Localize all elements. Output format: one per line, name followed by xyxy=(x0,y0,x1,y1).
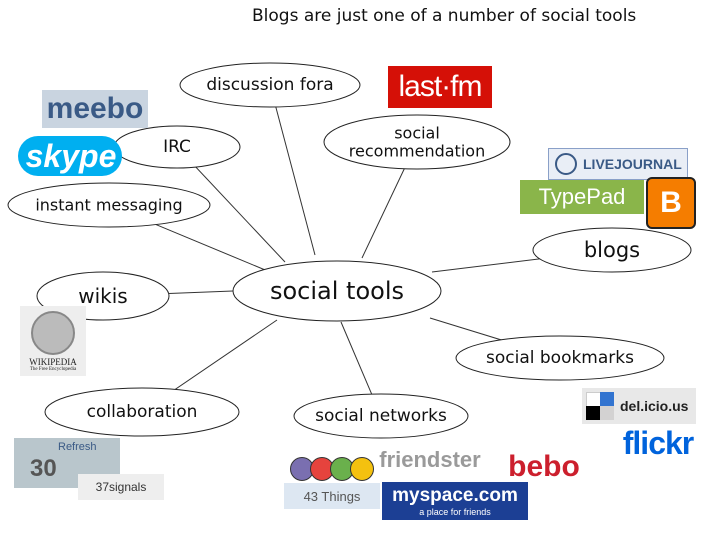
backpack-big-number: 30 xyxy=(30,455,57,482)
flickr-logo-text: flickr xyxy=(622,426,694,460)
43things-logo: 43 Things xyxy=(284,446,380,520)
node-discussion-fora: discussion fora xyxy=(179,62,361,108)
myspace-logo-text: myspace.com xyxy=(392,485,518,506)
node-ellipse xyxy=(323,114,511,170)
node-label: social networks xyxy=(315,406,447,426)
blogger-logo: B xyxy=(646,177,696,229)
43things-faces-icon xyxy=(290,457,374,481)
node-irc: IRC xyxy=(113,125,241,169)
node-ellipse xyxy=(232,260,442,322)
wikipedia-logo-subtext: The Free Encyclopedia xyxy=(29,366,77,372)
typepad-logo-text: TypePad xyxy=(538,184,626,209)
node-ellipse xyxy=(179,62,361,108)
node-social-networks: social networks xyxy=(293,393,469,439)
node-label: social xyxy=(394,123,440,142)
edge-discussion-fora xyxy=(269,84,316,256)
node-social-bookmarks: social bookmarks xyxy=(455,335,665,381)
node-label: blogs xyxy=(584,238,640,262)
typepad-logo: TypePad xyxy=(520,180,644,214)
node-ellipse xyxy=(44,387,240,437)
node-instant-messaging: instant messaging xyxy=(7,182,211,228)
skype-logo: skype xyxy=(18,134,124,178)
node-label: collaboration xyxy=(87,402,198,422)
lastfm-logo: last·fm xyxy=(388,66,492,108)
backpack-refresh-text: Refresh xyxy=(58,441,97,453)
wikipedia-logo: WIKIPEDIA The Free Encyclopedia xyxy=(20,306,86,376)
node-label: social tools xyxy=(270,277,404,305)
bebo-logo: bebo xyxy=(492,450,596,484)
meebo-logo: meebo xyxy=(42,90,148,128)
node-ellipse xyxy=(293,393,469,439)
meebo-logo-text: meebo xyxy=(46,92,144,125)
blogger-logo-text: B xyxy=(660,186,682,219)
flickr-logo: flickr xyxy=(604,426,712,460)
pencil-icon xyxy=(555,153,577,175)
node-ellipse xyxy=(532,227,692,273)
wikipedia-globe-icon xyxy=(31,310,75,355)
node-label: IRC xyxy=(163,137,191,157)
37signals-logo-text: 37signals xyxy=(95,480,147,494)
node-ellipse xyxy=(7,182,211,228)
myspace-logo: myspace.com a place for friends xyxy=(382,482,528,520)
node-label: discussion fora xyxy=(206,75,333,95)
node-label: instant messaging xyxy=(35,196,182,215)
node-collaboration: collaboration xyxy=(44,387,240,437)
37signals-logo: 37signals xyxy=(78,474,164,500)
skype-logo-text: skype xyxy=(25,137,117,174)
node-label: recommendation xyxy=(349,142,485,161)
delicious-squares-icon xyxy=(586,392,614,420)
friendster-logo-text: friendster xyxy=(379,447,481,472)
livejournal-logo: LIVEJOURNAL xyxy=(548,148,688,180)
node-label: wikis xyxy=(78,284,127,308)
livejournal-logo-text: LIVEJOURNAL xyxy=(583,156,682,172)
center-node: social tools xyxy=(232,260,442,322)
myspace-logo-subtext: a place for friends xyxy=(419,507,491,517)
page-title: Blogs are just one of a number of social… xyxy=(252,6,637,26)
43things-logo-text: 43 Things xyxy=(303,488,361,504)
node-blogs: blogs xyxy=(532,227,692,273)
wikipedia-logo-text: WIKIPEDIA xyxy=(29,356,77,367)
lastfm-logo-text: last·fm xyxy=(398,70,483,103)
node-ellipse xyxy=(455,335,665,381)
skype-cloud-shape xyxy=(18,136,122,176)
node-label: social bookmarks xyxy=(486,348,634,368)
bebo-logo-text: bebo xyxy=(508,450,580,483)
delicious-logo: del.icio.us xyxy=(582,388,696,424)
friendster-logo: friendster xyxy=(368,446,492,474)
delicious-logo-text: del.icio.us xyxy=(620,398,689,414)
